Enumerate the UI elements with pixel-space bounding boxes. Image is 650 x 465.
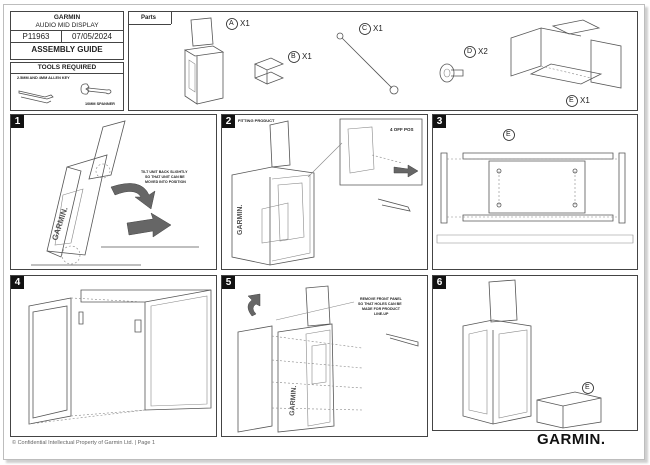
step-1-panel: 1 TILT UNIT BACK SLIGHTLY SO THAT UNIT C…: [10, 114, 217, 270]
step-6-number: 6: [433, 276, 446, 289]
part-b-letter: B: [291, 53, 296, 60]
step-3-illustration: [436, 129, 634, 244]
step-3-panel: 3 E: [432, 114, 638, 270]
part-c-cable: [336, 32, 399, 95]
header-product: AUDIO MID DISPLAY: [35, 22, 99, 29]
step-2-illustration: GARMIN.: [231, 118, 423, 266]
part-b-qty: X1: [302, 52, 312, 61]
part-a-qty: X1: [240, 19, 250, 28]
part-e-qty: X1: [580, 96, 590, 105]
step-2-number: 2: [222, 115, 235, 128]
part-a-letter: A: [229, 20, 234, 27]
part-d-letter: D: [467, 48, 473, 55]
step-2-label: FITTING PRODUCT: [238, 118, 275, 123]
parts-box: Parts: [128, 11, 638, 111]
step-6-illustration: [462, 279, 602, 429]
step-5-note-line2: SO THAT HOLES CAN BE: [358, 302, 402, 306]
step-4-number: 4: [11, 276, 24, 289]
part-e-cabinet: [510, 19, 622, 89]
step-1-note-line2: SO THAT UNIT CAN BE: [145, 175, 185, 179]
step-1-note-line1: TILT UNIT BACK SLIGHTLY: [141, 170, 188, 174]
step-4-panel: 4: [10, 275, 217, 437]
part-callouts: [226, 18, 578, 107]
doc-title: ASSEMBLY GUIDE: [31, 45, 103, 54]
step-2-unit-logo: GARMIN.: [237, 205, 244, 235]
footer-garmin-logo: GARMIN.: [537, 431, 606, 448]
header-brand: GARMIN: [53, 14, 81, 21]
header-box: GARMIN AUDIO MID DISPLAY P11963 07/05/20…: [10, 11, 124, 60]
step-5-number: 5: [222, 276, 235, 289]
step-1-number: 1: [11, 115, 24, 128]
tool-spanner-label: 10MM SPANNER: [85, 102, 115, 106]
step-1-illustration: TILT UNIT BACK SLIGHTLY SO THAT UNIT CAN…: [31, 120, 199, 266]
step-3-number: 3: [433, 115, 446, 128]
step-2-panel: 2 FITTING PRODUCT GARMIN. 4 OFF POS: [221, 114, 428, 270]
step-5-illustration: GARMIN. REMOVE FRONT PANEL SO THAT HOLES…: [237, 285, 419, 433]
spanner-icon: [80, 83, 112, 95]
step-5-note-line4: LINE-UP: [374, 312, 389, 316]
step-5-panel: 5 GARMIN. REMOVE FRONT PANEL SO THAT HOL…: [221, 275, 428, 437]
part-e-letter: E: [569, 97, 574, 104]
step-2-inset-label: 4 OFF POS: [390, 127, 414, 132]
footer-copyright: © Confidential Intellectual Property of …: [12, 440, 156, 446]
step-1-note-line3: MOVED INTO POSITION: [145, 180, 186, 184]
tools-title: TOOLS REQUIRED: [37, 64, 97, 71]
step-5-note-line1: REMOVE FRONT PANEL: [360, 297, 403, 301]
step-4-illustration: [28, 289, 212, 425]
part-d-bolt: [439, 63, 464, 83]
assembly-sheet: GARMIN AUDIO MID DISPLAY P11963 07/05/20…: [3, 4, 645, 460]
allen-key-icon: [18, 90, 54, 104]
part-c-letter: C: [362, 25, 368, 32]
part-c-qty: X1: [373, 24, 383, 33]
step-3-part-letter: E: [506, 131, 511, 138]
header-date: 07/05/2024: [71, 32, 113, 41]
header-part-number: P11963: [22, 32, 50, 41]
step-5-unit-logo: GARMIN.: [289, 385, 298, 416]
step-6-part-letter: E: [585, 384, 590, 391]
part-a-display-unit: [183, 17, 225, 105]
tool-allen-key-label: 2.5MM AND 4MM ALLEN KEY: [17, 76, 70, 80]
parts-title: Parts: [141, 15, 157, 21]
part-b-bracket: [254, 57, 284, 85]
part-d-qty: X2: [478, 47, 488, 56]
tools-box: TOOLS REQUIRED 2.5MM AND 4MM ALLEN KEY 1…: [10, 62, 124, 111]
step-5-note-line3: MADE FOR PRODUCT: [362, 307, 401, 311]
step-6-panel: 6 E: [432, 275, 638, 431]
